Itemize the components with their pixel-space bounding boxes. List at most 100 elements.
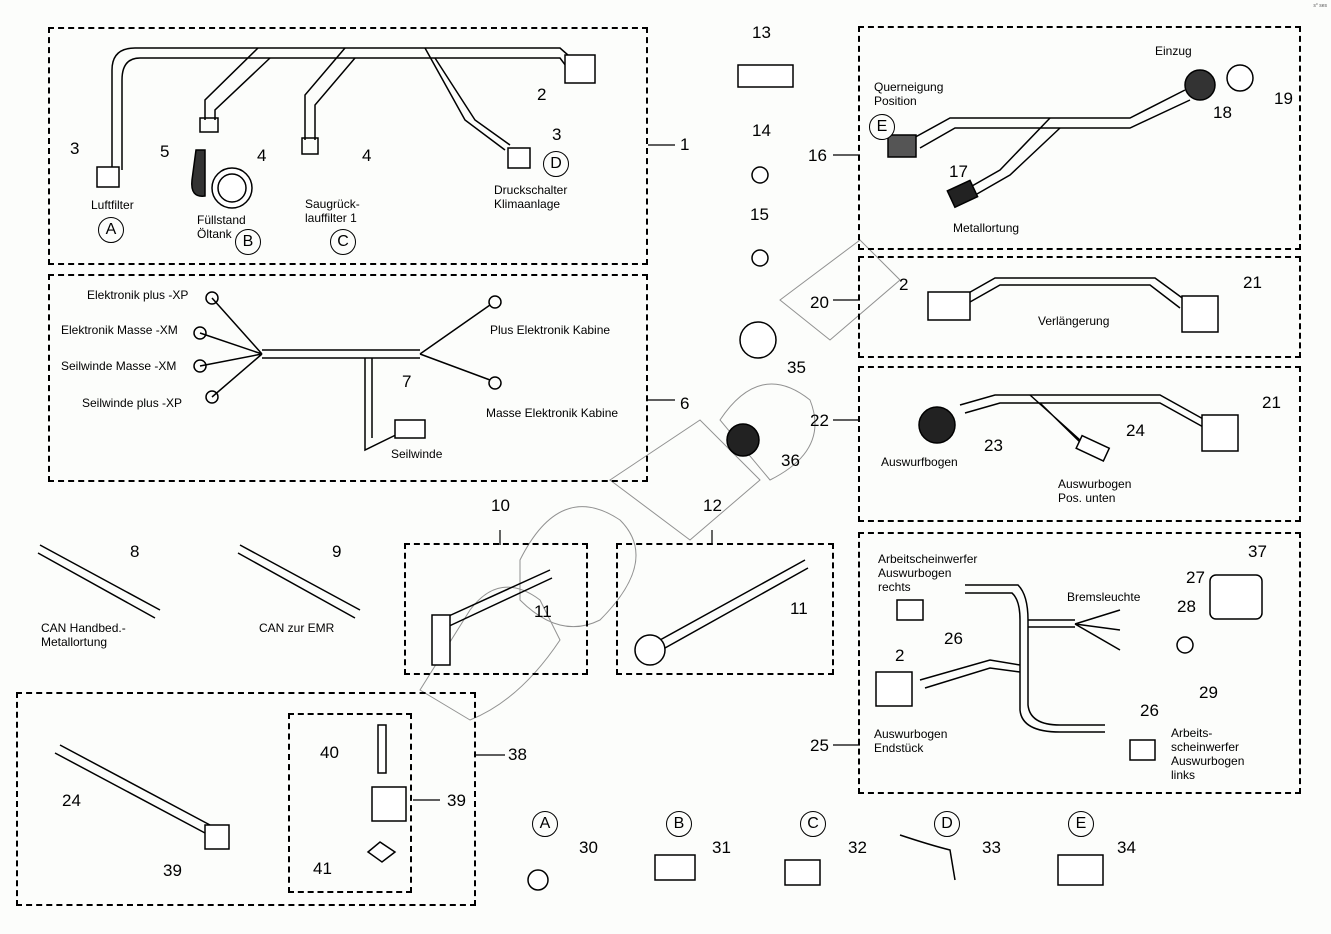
callout-3: 3 xyxy=(70,139,80,158)
sensor-ref-a: A xyxy=(532,811,558,837)
callout-19: 19 xyxy=(1274,89,1293,108)
callout-20: 20 xyxy=(810,293,829,312)
callout-16: 16 xyxy=(808,146,827,165)
callout-37: 37 xyxy=(1248,542,1267,561)
group-box-12 xyxy=(616,543,834,675)
callout-21-g22: 21 xyxy=(1262,393,1281,412)
sensor-ref-e: E xyxy=(1068,811,1094,837)
label-seilwinde-masse: Seilwinde Masse -XM xyxy=(61,359,177,373)
label-querneigung: Querneigung Position xyxy=(874,80,944,108)
label-auswurfbogen: Auswurfbogen xyxy=(881,455,958,469)
callout-13: 13 xyxy=(752,23,771,42)
callout-22: 22 xyxy=(810,411,829,430)
callout-18: 18 xyxy=(1213,103,1232,122)
callout-14: 14 xyxy=(752,121,771,140)
harness-22 xyxy=(918,394,1239,462)
group-box-38 xyxy=(16,692,476,906)
sensor-ref-d: D xyxy=(934,811,960,837)
callout-35: 35 xyxy=(787,358,806,377)
leader-lines xyxy=(413,144,860,801)
label-masse-kabine: Masse Elektronik Kabine xyxy=(486,406,619,420)
callout-21: 21 xyxy=(1243,273,1262,292)
harness-20 xyxy=(927,277,1219,333)
sensor-ref-b: B xyxy=(666,811,692,837)
callout-5: 5 xyxy=(160,142,170,161)
callout-23: 23 xyxy=(984,436,1003,455)
callout-29: 29 xyxy=(1199,683,1218,702)
callout-2-g25: 2 xyxy=(895,646,905,665)
callout-11b: 11 xyxy=(790,599,808,618)
label-saugrueck: Saugrück- lauffilter 1 xyxy=(305,197,360,225)
label-verlaengerung: Verlängerung xyxy=(1038,314,1110,328)
ref-e: E xyxy=(869,114,895,140)
callout-28: 28 xyxy=(1177,597,1196,616)
callout-11: 11 xyxy=(534,602,552,621)
label-pos-unten: Auswurbogen Pos. unten xyxy=(1058,477,1132,505)
label-can-handbed: CAN Handbed.- Metallortung xyxy=(41,621,126,649)
callout-39: 39 xyxy=(163,861,182,880)
cable-9 xyxy=(237,544,361,619)
callout-3b: 3 xyxy=(552,125,562,144)
harness-16 xyxy=(887,64,1254,209)
callout-7: 7 xyxy=(402,372,412,391)
callout-6: 6 xyxy=(680,394,690,413)
harness-6 xyxy=(193,291,502,452)
group-box-25 xyxy=(858,532,1301,794)
callout-41: 41 xyxy=(313,859,332,878)
label-einzug: Einzug xyxy=(1155,44,1192,58)
callout-26: 26 xyxy=(944,629,963,648)
callout-26b: 26 xyxy=(1140,701,1159,720)
callout-39b: 39 xyxy=(447,791,466,810)
group-box-16 xyxy=(858,26,1301,250)
callout-9: 9 xyxy=(332,542,342,561)
label-seilwinde: Seilwinde xyxy=(391,447,443,461)
callout-30: 30 xyxy=(579,838,598,857)
label-druckschalter: Druckschalter Klimaanlage xyxy=(494,183,568,211)
callout-25: 25 xyxy=(810,736,829,755)
label-elektronik-plus: Elektronik plus -XP xyxy=(87,288,189,302)
group-box-20 xyxy=(858,256,1301,358)
callout-24-g38: 24 xyxy=(62,791,81,810)
ref-a: A xyxy=(98,217,124,243)
group-box-1 xyxy=(48,27,648,265)
callout-12: 12 xyxy=(703,496,722,515)
callout-38: 38 xyxy=(508,745,527,764)
loose-parts xyxy=(527,64,1104,891)
callout-32: 32 xyxy=(848,838,867,857)
label-plus-kabine: Plus Elektronik Kabine xyxy=(490,323,611,337)
ref-c: C xyxy=(330,229,356,255)
label-luftfilter: Luftfilter xyxy=(91,198,134,212)
label-elektronik-masse: Elektronik Masse -XM xyxy=(61,323,178,337)
group-box-22 xyxy=(858,366,1301,522)
callout-33: 33 xyxy=(982,838,1001,857)
callout-27: 27 xyxy=(1186,568,1205,587)
callout-10: 10 xyxy=(491,496,510,515)
label-bremsleuchte: Bremsleuchte xyxy=(1067,590,1141,604)
label-fuellstand: Füllstand Öltank xyxy=(197,213,246,241)
cable-10 xyxy=(431,569,553,666)
callout-4: 4 xyxy=(257,146,267,165)
corner-code: s° ses xyxy=(1313,3,1327,9)
callout-40: 40 xyxy=(320,743,339,762)
cable-12 xyxy=(634,559,809,666)
ref-b: B xyxy=(235,229,261,255)
sensor-ref-c: C xyxy=(800,811,826,837)
callout-15: 15 xyxy=(750,205,769,224)
label-arbeitscheinwerfer-rechts: Arbeitscheinwerfer Auswurbogen rechts xyxy=(878,552,978,594)
harness-38 xyxy=(54,724,407,863)
callout-17: 17 xyxy=(949,162,968,181)
label-endstueck: Auswurbogen Endstück xyxy=(874,727,948,755)
callout-2-g20: 2 xyxy=(899,275,909,294)
label-arbeitscheinwerfer-links: Arbeits- scheinwerfer Auswurbogen links xyxy=(1171,726,1245,782)
ref-d: D xyxy=(543,151,569,177)
callout-4b: 4 xyxy=(362,146,372,165)
cable-8 xyxy=(37,544,161,619)
callout-31: 31 xyxy=(712,838,731,857)
watermark-outline xyxy=(419,239,901,721)
label-seilwinde-plus: Seilwinde plus -XP xyxy=(82,396,183,410)
callout-36: 36 xyxy=(781,451,800,470)
callout-1: 1 xyxy=(680,135,690,154)
label-metallortung: Metallortung xyxy=(953,221,1020,235)
